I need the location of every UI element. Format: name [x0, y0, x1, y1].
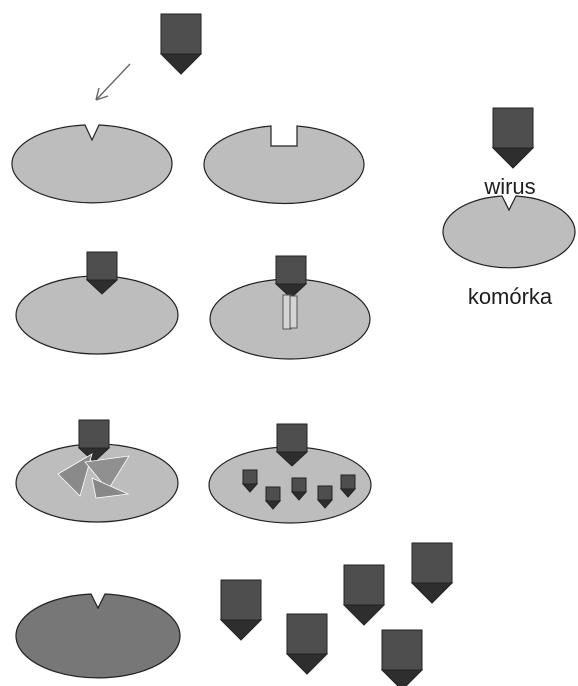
virus-icon — [161, 14, 201, 74]
step1-virus-approach — [12, 14, 201, 203]
cell-icon — [16, 594, 180, 678]
step2b-virus-injecting — [210, 256, 370, 359]
cell-label: komórka — [468, 284, 553, 309]
arrow-icon — [96, 64, 130, 100]
virus-icon — [221, 580, 261, 640]
step4b-released-viruses — [221, 543, 452, 686]
step1b-cell-receptor — [204, 126, 364, 203]
virus-icon — [382, 630, 422, 686]
virus-icon — [287, 614, 327, 674]
step4-cell-lysed — [16, 594, 180, 678]
step2-virus-attached — [16, 252, 178, 354]
virus-icon — [493, 108, 533, 168]
virus-icon — [344, 565, 384, 625]
legend: wirus komórka — [443, 108, 575, 309]
step3-replication — [16, 420, 178, 522]
cell-icon — [12, 125, 172, 203]
virus-icon — [412, 543, 452, 603]
cell-icon — [204, 126, 364, 203]
cell-icon — [443, 196, 575, 268]
step3b-assembly — [209, 424, 371, 523]
virus-label: wirus — [483, 174, 535, 199]
genetic-material-icon — [283, 295, 297, 329]
